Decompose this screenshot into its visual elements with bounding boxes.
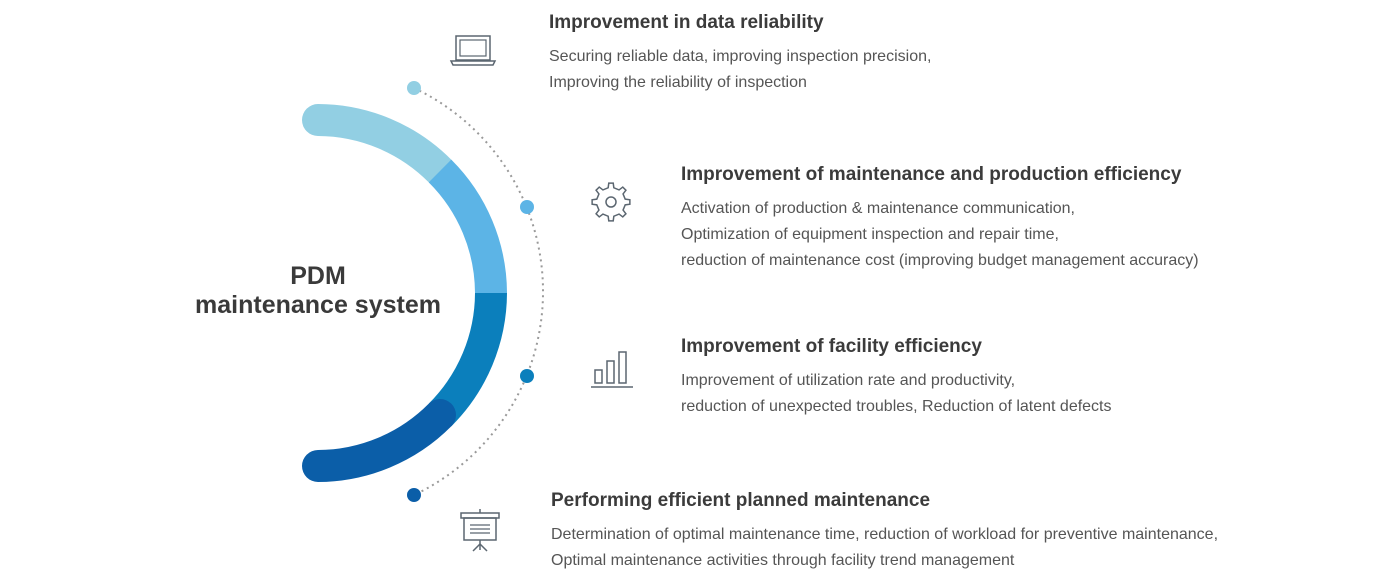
item-facility-efficiency: Improvement of facility efficiency Impro… xyxy=(681,336,1112,420)
item-line: Optimization of equipment inspection and… xyxy=(681,226,1059,243)
item-maintenance-efficiency: Improvement of maintenance and productio… xyxy=(681,164,1199,274)
arc-dot-4 xyxy=(407,488,421,502)
arc-segment-1 xyxy=(302,104,456,187)
item-title: Improvement of maintenance and productio… xyxy=(681,164,1182,185)
item-title: Improvement of facility efficiency xyxy=(681,336,982,357)
item-title: Performing efficient planned maintenance xyxy=(551,490,931,511)
gear-icon xyxy=(591,182,631,222)
item-line: reduction of unexpected troubles, Reduct… xyxy=(681,398,1112,415)
item-line: Securing reliable data, improving inspec… xyxy=(549,48,932,65)
presentation-board-icon xyxy=(460,509,500,552)
center-title-line1: PDM xyxy=(290,262,346,290)
item-line: reduction of maintenance cost (improving… xyxy=(681,252,1199,269)
item-line: Improvement of utilization rate and prod… xyxy=(681,372,1016,389)
arc-dot-2 xyxy=(520,200,534,214)
arc-segment-4 xyxy=(302,399,456,482)
item-line: Improving the reliability of inspection xyxy=(549,74,807,91)
arc-dot-3 xyxy=(520,369,534,383)
center-title: PDM maintenance system xyxy=(168,262,468,320)
item-line: Determination of optimal maintenance tim… xyxy=(551,526,1219,543)
item-planned-maintenance: Performing efficient planned maintenance… xyxy=(551,490,1218,574)
laptop-icon xyxy=(449,35,497,66)
arc-dot-1 xyxy=(407,81,421,95)
item-data-reliability: Improvement in data reliability Securing… xyxy=(549,12,931,96)
bar-chart-icon xyxy=(591,351,633,388)
item-line: Activation of production & maintenance c… xyxy=(681,200,1075,217)
center-title-line2: maintenance system xyxy=(195,291,441,319)
arc-segment-2 xyxy=(428,159,507,294)
item-line: Optimal maintenance activities through f… xyxy=(551,552,1015,569)
item-title: Improvement in data reliability xyxy=(549,12,824,33)
